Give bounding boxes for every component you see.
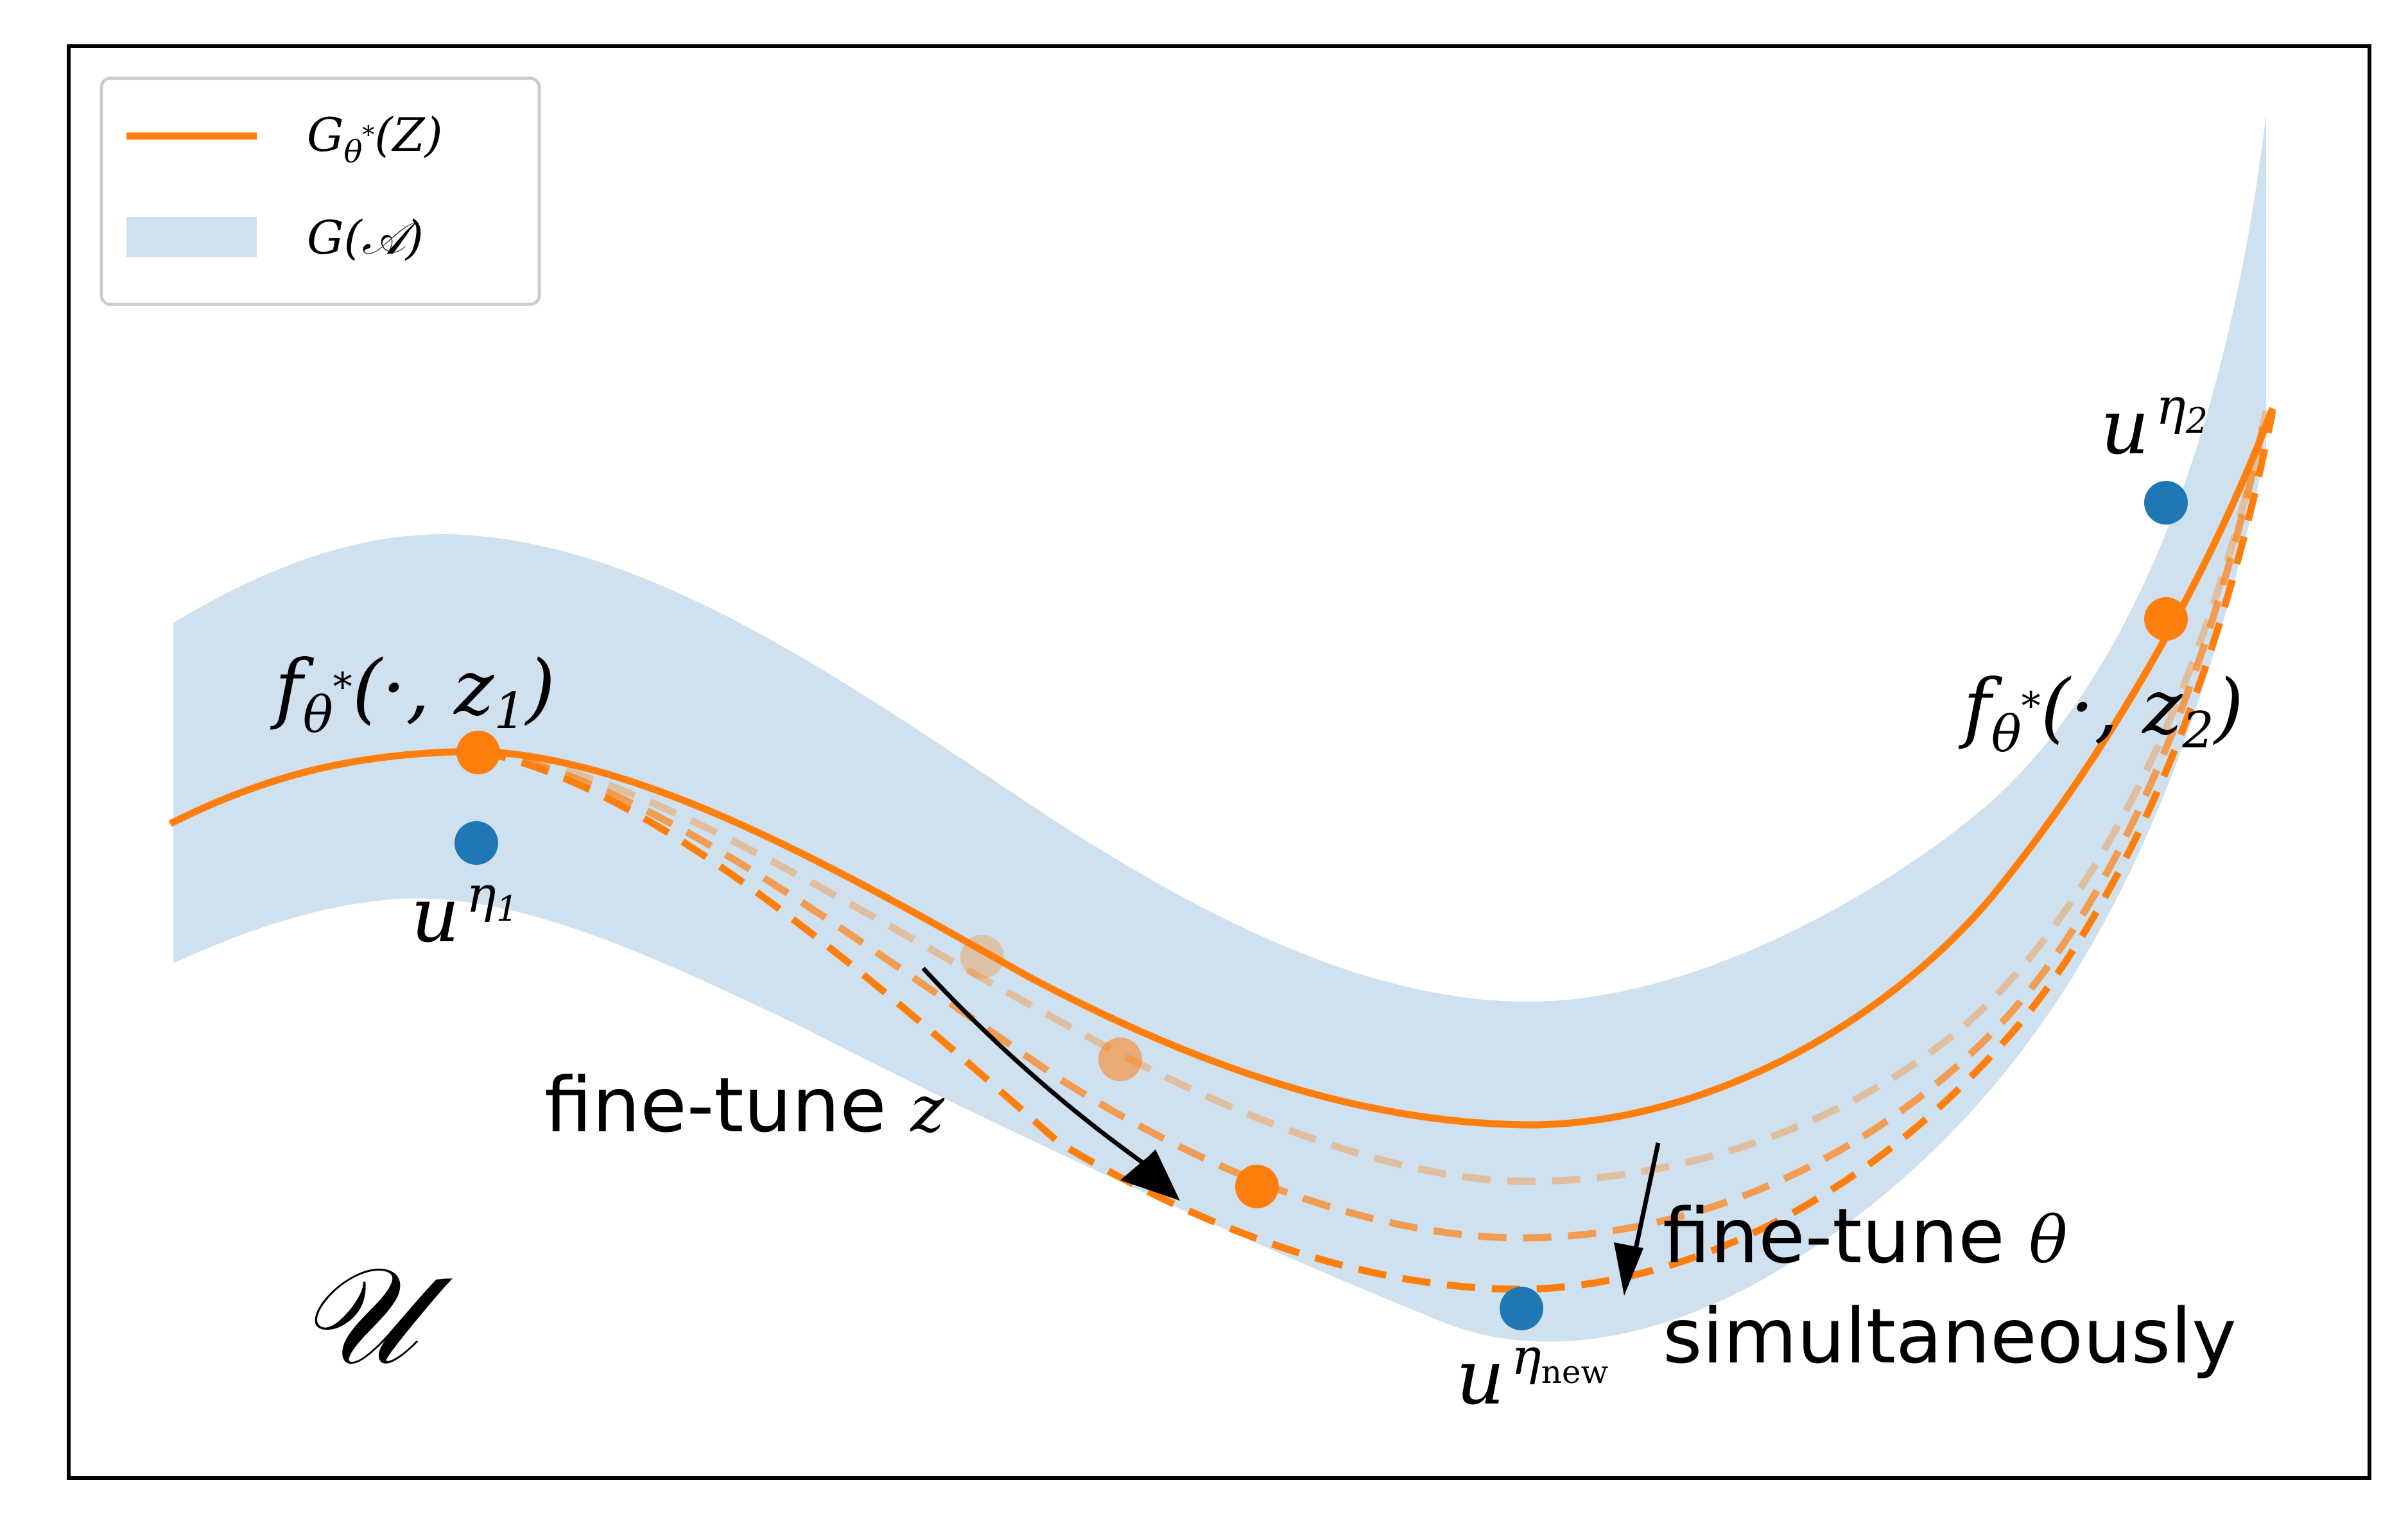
- finetune-theta-arrowhead: [1614, 1242, 1643, 1296]
- u1-idx: 1: [496, 889, 518, 929]
- legend-band-swatch: [126, 217, 257, 257]
- label-finetune-z: fine-tune z: [544, 1061, 945, 1149]
- point-u-eta-new: [1500, 1287, 1543, 1330]
- finetune-z-arrowhead: [1120, 1149, 1180, 1201]
- u2-idx: 2: [2185, 401, 2208, 441]
- finetune-theta-arrow: [1633, 1142, 1661, 1253]
- legend-band-close: ): [404, 211, 424, 265]
- point-f-z2: [2144, 597, 2188, 641]
- f1-idx: 1: [494, 683, 526, 740]
- f1-args: (·, z: [352, 643, 495, 732]
- point-f-z1: [456, 731, 500, 774]
- f2-args: (·, z: [2041, 663, 2183, 751]
- intermediate-point-1: [960, 935, 1004, 978]
- u2-main: u: [2101, 383, 2149, 471]
- intermediate-point-3: [1235, 1165, 1279, 1208]
- finetune-curve-light: [478, 410, 2270, 1185]
- legend-band-label: G(𝒜): [307, 211, 424, 265]
- f1-close: ): [524, 643, 555, 732]
- label-simultaneously: simultaneously: [1663, 1292, 2237, 1380]
- f1-sup: *: [333, 665, 352, 709]
- f2-idx: 2: [2181, 702, 2214, 760]
- unew-main: u: [1456, 1333, 1505, 1422]
- finetune-z-arrow: [921, 966, 1151, 1169]
- label-finetune-theta: fine-tune θ: [1663, 1192, 2067, 1280]
- finetune-theta-var: θ: [2029, 1203, 2067, 1278]
- finetune-curve-mid: [478, 410, 2270, 1242]
- u1-sup: η: [466, 866, 496, 924]
- legend-curve-sub: θ: [344, 134, 363, 170]
- legend-curve-label: Gθ*(Z): [307, 108, 443, 170]
- label-f-z2: fθ*(·, z2): [1958, 663, 2244, 763]
- f2-close: ): [2212, 663, 2244, 751]
- intermediate-point-2: [1098, 1038, 1142, 1081]
- u1-main: u: [411, 871, 460, 959]
- legend-band-main: G(: [307, 211, 363, 265]
- f2-sup: *: [2022, 684, 2041, 729]
- band-region: [173, 114, 2266, 1342]
- finetune-z-var: z: [910, 1072, 945, 1147]
- f1-sub: θ: [303, 686, 333, 744]
- point-u-eta2: [2144, 481, 2188, 525]
- u2-sup: η: [2156, 378, 2186, 436]
- point-u-eta1: [455, 821, 498, 865]
- finetune-z-text: fine-tune: [544, 1061, 910, 1149]
- label-f-z1: fθ*(·, z1): [270, 643, 555, 744]
- legend-curve-sup: *: [362, 121, 374, 149]
- f2-sub: θ: [1991, 706, 2022, 763]
- unew-idx: new: [1541, 1353, 1609, 1391]
- legend-curve-arg: (Z): [374, 108, 442, 162]
- unew-sup: η: [1511, 1328, 1541, 1386]
- legend-curve-main: G: [307, 108, 344, 162]
- finetune-theta-text: fine-tune: [1663, 1192, 2029, 1280]
- finetune-curve-final: [477, 410, 2276, 1293]
